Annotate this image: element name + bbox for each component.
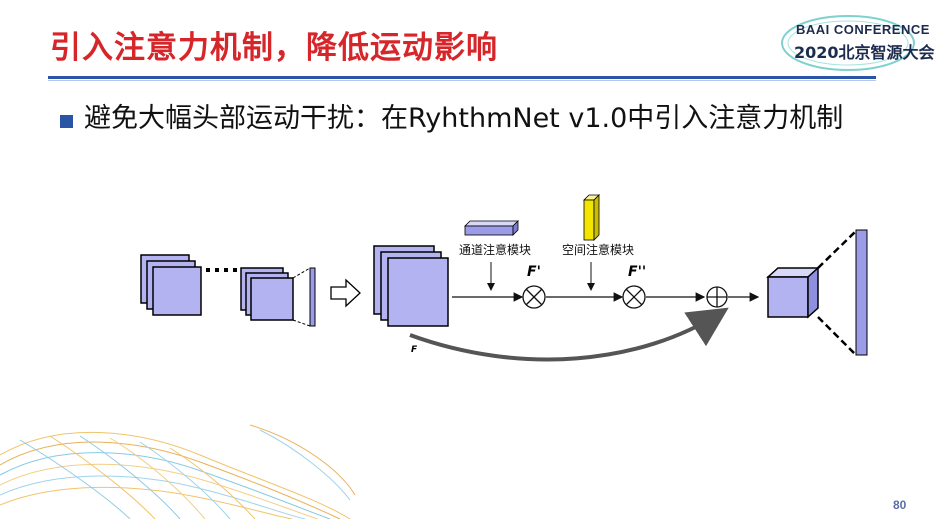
hollow-arrow-icon xyxy=(330,278,361,308)
channel-attention-block xyxy=(464,220,519,236)
multiply-icon-2 xyxy=(622,285,646,309)
label-feature-f-prime: F' xyxy=(527,264,541,280)
title-divider xyxy=(48,76,876,79)
spatial-module-label: 空间注意模块 xyxy=(562,242,634,257)
page-number: 80 xyxy=(893,498,907,512)
feature-f-stack xyxy=(373,245,449,327)
output-vector-bar xyxy=(855,229,868,356)
output-cube xyxy=(766,266,820,319)
feature-maps-stack xyxy=(240,267,294,321)
logo-line2: 2020北京智源大会 xyxy=(794,43,935,62)
residual-arrow xyxy=(409,307,729,362)
input-frames-stack xyxy=(140,254,202,316)
spatial-attention-block xyxy=(583,194,600,241)
bullet-text: 避免大幅头部运动干扰：在RyhthmNet v1.0中引入注意力机制 xyxy=(84,103,844,134)
bullet-square-icon xyxy=(60,115,73,128)
decorative-mesh xyxy=(0,424,356,519)
logo-line1: BAAI CONFERENCE xyxy=(796,22,930,37)
label-feature-f-double-prime: F'' xyxy=(628,264,646,280)
conference-logo: BAAI CONFERENCE 2020北京智源大会 xyxy=(776,12,935,74)
slide-title: 引入注意力机制，降低运动影响 xyxy=(50,30,498,66)
channel-module-label: 通道注意模块 xyxy=(459,242,531,257)
title-divider-light xyxy=(48,80,876,81)
label-feature-f: F xyxy=(411,345,418,355)
multiply-icon-1 xyxy=(522,285,546,309)
add-icon xyxy=(706,286,728,308)
projection-lines xyxy=(292,267,316,327)
ellipsis-dots xyxy=(206,268,237,272)
logo-ring-icon xyxy=(781,15,915,71)
